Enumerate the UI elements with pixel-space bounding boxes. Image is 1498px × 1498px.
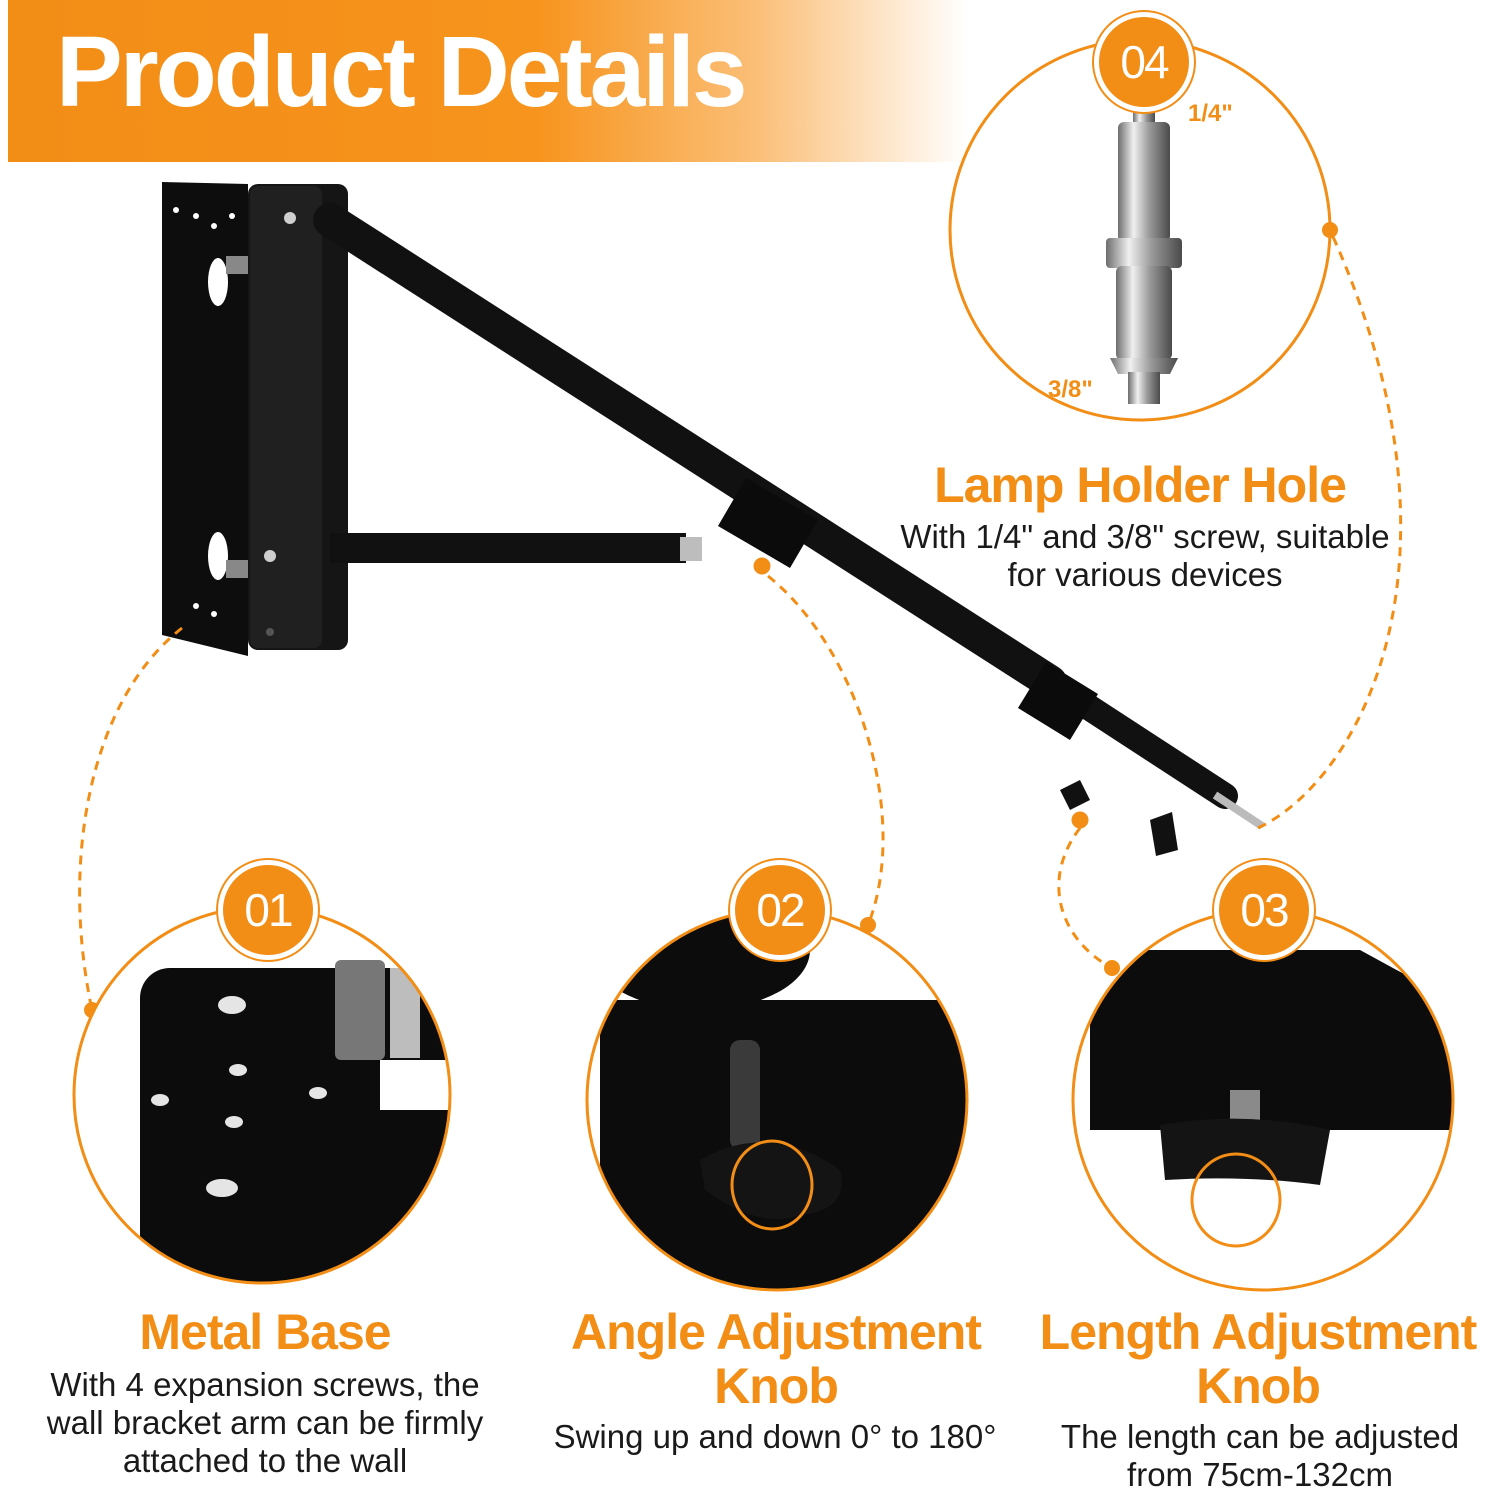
title-banner: Product Details — [8, 0, 968, 162]
feature-title-metal-base: Metal Base — [139, 1304, 391, 1360]
connector-lines — [78, 229, 1403, 1011]
feature-number-badge: 04 — [1094, 12, 1194, 112]
feature-description-angle-knob: Swing up and down 0° to 180° — [553, 1418, 997, 1455]
feature-title-length-knob: Length Adjustment Knob — [1039, 1304, 1478, 1414]
feature-title-lamp-holder: Lamp Holder Hole — [934, 457, 1347, 513]
length-knob-closeup — [1071, 908, 1455, 1292]
thread-label-quarter-inch: 1/4" — [1188, 100, 1233, 127]
feature-number-badge: 02 — [730, 860, 830, 960]
thread-label-three-eighths-inch: 3/8" — [1048, 376, 1093, 403]
wall-bracket-arm — [162, 182, 1265, 856]
feature-number-badge: 03 — [1214, 860, 1314, 960]
feature-description-length-knob: The length can be adjusted from 75cm-132… — [1060, 1418, 1460, 1493]
feature-title-angle-knob: Angle Adjustment Knob — [571, 1304, 982, 1414]
metal-base-closeup — [72, 905, 452, 1285]
feature-number-badge: 01 — [218, 860, 318, 960]
page-title: Product Details — [56, 16, 747, 128]
feature-description-lamp-holder: With 1/4" and 3/8" screw, suitable for v… — [900, 518, 1390, 593]
angle-knob-closeup — [585, 908, 969, 1292]
feature-description-metal-base: With 4 expansion screws, the wall bracke… — [46, 1366, 484, 1479]
spigot-adapter — [948, 38, 1332, 422]
